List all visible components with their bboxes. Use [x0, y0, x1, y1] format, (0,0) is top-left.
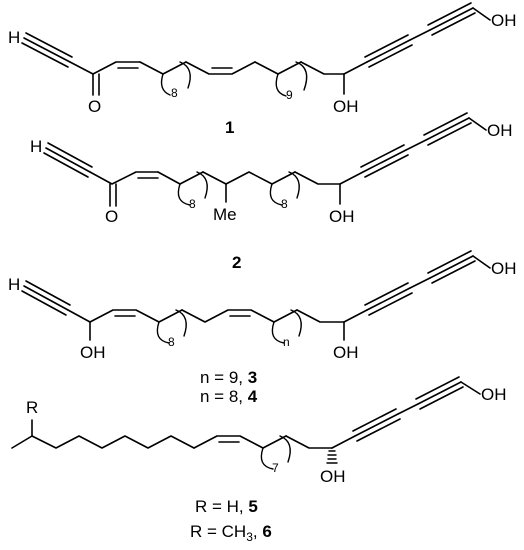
ketone-o-label: O — [88, 97, 101, 116]
repeat-count-label: 8 — [168, 335, 175, 349]
bracket-left — [177, 183, 191, 206]
bracket-right — [179, 61, 191, 89]
diyne-chain — [343, 250, 491, 323]
diyne-chain — [339, 112, 487, 185]
terminal-alkyne — [43, 142, 93, 178]
hydroxyl-label: OH — [320, 467, 346, 486]
hydroxyl-label: OH — [333, 343, 359, 362]
enone-chain — [89, 171, 181, 207]
terminal-alkyne — [21, 32, 73, 68]
compound-1-structure: H O 8 9 OH — [8, 2, 517, 116]
enone-chain — [69, 61, 164, 96]
cis-alkene — [89, 309, 160, 323]
hydroxyl-label: OH — [481, 385, 507, 404]
terminal-h-label: H — [8, 275, 20, 294]
compound-3-4-structure: H OH 8 n OH — [8, 250, 517, 362]
compound-2-structure: H O 8 Me 8 OH — [30, 112, 513, 226]
compound-5-6-structure: R 7 OH OH — [11, 376, 507, 486]
bracket-left — [271, 321, 285, 344]
stereo-hash-bond — [326, 450, 338, 464]
terminal-alkyne — [21, 280, 71, 316]
diyne-chain — [331, 376, 481, 449]
alkyl-chain — [11, 435, 195, 449]
repeat-count-label: 9 — [286, 88, 293, 102]
hydroxyl-label: OH — [329, 207, 355, 226]
bracket-right — [295, 61, 308, 91]
bracket-right — [196, 171, 208, 199]
terminal-h-label: H — [8, 28, 20, 47]
compound-6-caption: R = CH3, 6 — [190, 522, 272, 544]
bracket-left — [260, 447, 274, 470]
compound-2-number: 2 — [232, 253, 241, 272]
bracket-right — [175, 309, 187, 337]
ketone-o-label: O — [105, 207, 118, 226]
repeat-count-label: n — [283, 335, 290, 349]
bracket-left — [160, 73, 171, 96]
compound-5-caption: R = H, 5 — [195, 497, 258, 516]
bracket-right — [288, 171, 300, 199]
bracket-left — [269, 183, 283, 206]
repeat-count-label: 8 — [189, 197, 196, 211]
hydroxyl-label: OH — [487, 121, 513, 140]
terminal-h-label: H — [30, 137, 42, 156]
compound-3-caption: n = 9, 3 — [200, 368, 257, 387]
methyl-label: Me — [213, 205, 237, 224]
compound-1-number: 1 — [225, 118, 234, 137]
compound-4-caption: n = 8, 4 — [200, 387, 258, 406]
repeat-count-label: 8 — [171, 86, 178, 100]
bracket-left — [275, 73, 287, 97]
bracket-left — [156, 321, 170, 344]
hydroxyl-label: OH — [491, 11, 517, 30]
cis-alkene — [193, 435, 264, 449]
hydroxyl-label: OH — [491, 259, 517, 278]
hydroxyl-label: OH — [333, 97, 359, 116]
cis-alkene — [181, 309, 275, 323]
bracket-right — [290, 309, 302, 337]
diyne-chain — [343, 2, 491, 75]
bracket-right — [279, 435, 291, 463]
r-group-label: R — [26, 398, 38, 417]
repeat-count-label: 8 — [281, 197, 288, 211]
repeat-count-label: 7 — [272, 461, 279, 475]
central-cis-alkene — [185, 61, 256, 75]
hydroxyl-label: OH — [80, 343, 106, 362]
